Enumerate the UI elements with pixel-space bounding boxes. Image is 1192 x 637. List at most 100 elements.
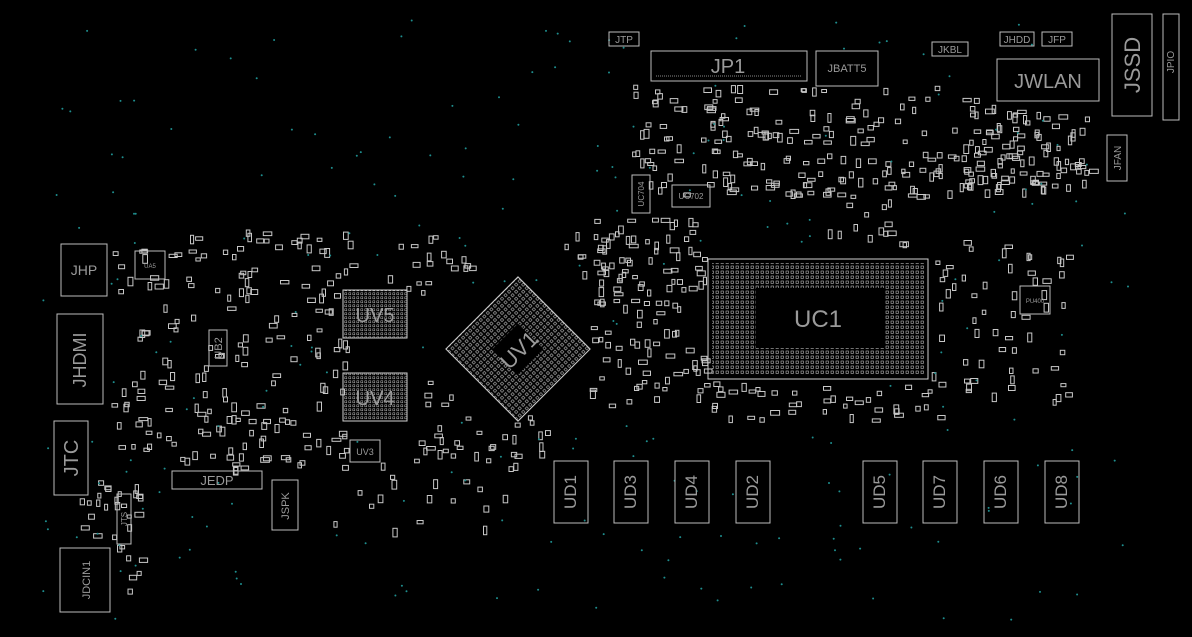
passive-part [342, 340, 348, 350]
jspk-connector[interactable]: JSPK [271, 479, 299, 531]
passive-part [426, 446, 436, 451]
passive-part [630, 338, 636, 346]
passive-part [319, 248, 327, 255]
via [234, 570, 237, 573]
passive-part [840, 177, 847, 185]
passive-part [902, 171, 911, 178]
passive-part [316, 237, 323, 242]
pu400-chip[interactable]: PU400 [1019, 285, 1051, 315]
jtc-connector[interactable]: JTC [53, 420, 89, 496]
passive-part [712, 99, 718, 104]
jtp-connector[interactable]: JTP [608, 31, 640, 47]
uv1-chip[interactable]: UV1 [445, 276, 591, 422]
passive-part [647, 348, 652, 358]
jfp-connector[interactable]: JFP [1041, 31, 1073, 47]
passive-part [894, 118, 902, 125]
passive-part [664, 136, 670, 142]
uc702-chip[interactable]: UC702 [671, 184, 711, 208]
ub2-chip[interactable]: UB2 [208, 329, 228, 367]
passive-part [701, 137, 707, 143]
passive-part [167, 360, 172, 369]
passive-part [649, 148, 656, 155]
ud8-chip[interactable]: UD8 [1044, 460, 1080, 524]
passive-part [759, 417, 765, 423]
jwlan-connector[interactable]: JWLAN [996, 58, 1100, 102]
via [394, 194, 397, 197]
uv5-chip[interactable]: UV5 [342, 289, 408, 339]
uc704-chip[interactable]: UC704 [631, 174, 651, 214]
via [46, 528, 49, 531]
passive-part [846, 202, 854, 209]
passive-part [666, 136, 674, 141]
ud6-chip[interactable]: UD6 [983, 460, 1019, 524]
passive-part [662, 387, 668, 392]
passive-part [1057, 256, 1062, 265]
passive-part [414, 458, 420, 464]
passive-part [202, 431, 212, 437]
ua5-chip[interactable]: UA5 [134, 250, 166, 280]
ud7-label: UD7 [930, 475, 949, 509]
jhp-connector[interactable]: JHP [60, 243, 108, 297]
jfan-connector[interactable]: JFAN [1106, 134, 1128, 182]
uc1-chip[interactable]: UC1 [707, 258, 929, 380]
jdcin1-connector[interactable]: JDCIN1 [59, 547, 111, 613]
uv3-chip[interactable]: UV3 [349, 439, 381, 463]
ud5-chip[interactable]: UD5 [862, 460, 898, 524]
via [290, 345, 293, 347]
via [1040, 182, 1043, 185]
passive-part [426, 261, 434, 267]
ud3-chip[interactable]: UD3 [613, 460, 649, 524]
via [133, 212, 135, 215]
ud1-chip[interactable]: UD1 [553, 460, 589, 524]
via [608, 71, 610, 74]
passive-part [800, 88, 807, 93]
via [273, 39, 276, 41]
jhdd-connector[interactable]: JHDD [999, 31, 1035, 47]
via [503, 280, 506, 283]
jssd-connector[interactable]: JSSD [1111, 13, 1153, 117]
via [462, 175, 465, 178]
jts-connector[interactable]: JTS [116, 493, 132, 545]
jbatt5-connector[interactable]: JBATT5 [815, 50, 879, 87]
jfan-label: JFAN [1113, 146, 1124, 170]
ud2-chip[interactable]: UD2 [735, 460, 771, 524]
ud4-chip[interactable]: UD4 [674, 460, 710, 524]
passive-part [621, 271, 627, 278]
passive-part [697, 388, 704, 394]
passive-part [760, 162, 766, 171]
passive-part [994, 189, 1004, 196]
passive-part [123, 403, 129, 413]
passive-part [901, 168, 906, 175]
passive-part [937, 415, 946, 421]
via [1013, 418, 1016, 421]
passive-part [260, 435, 267, 442]
ud7-chip[interactable]: UD7 [922, 460, 958, 524]
jedp-connector[interactable]: JEDP [171, 470, 263, 490]
passive-part [945, 265, 954, 270]
passive-part [456, 445, 464, 451]
jhdmi-connector[interactable]: JHDMI [56, 313, 104, 405]
passive-part [1064, 158, 1070, 166]
passive-part [207, 408, 212, 415]
jkbl-connector[interactable]: JKBL [931, 41, 969, 57]
jpio-connector[interactable]: JPIO [1162, 13, 1180, 121]
passive-part [992, 329, 999, 337]
passive-part [639, 281, 645, 287]
passive-part [1036, 170, 1044, 177]
passive-part [190, 234, 195, 245]
passive-part [973, 129, 982, 134]
passive-part [746, 108, 753, 116]
via [394, 594, 397, 597]
passive-part [726, 189, 737, 196]
passive-part [1021, 314, 1031, 320]
passive-part [674, 106, 684, 112]
uv4-chip[interactable]: UV4 [342, 372, 408, 422]
passive-part [721, 113, 726, 119]
passive-part [575, 232, 580, 242]
passive-part [156, 432, 162, 439]
passive-part [737, 85, 744, 94]
passive-part [265, 337, 273, 343]
jp1-connector[interactable]: JP1 [650, 50, 808, 82]
passive-part [166, 436, 172, 442]
via [786, 222, 789, 225]
